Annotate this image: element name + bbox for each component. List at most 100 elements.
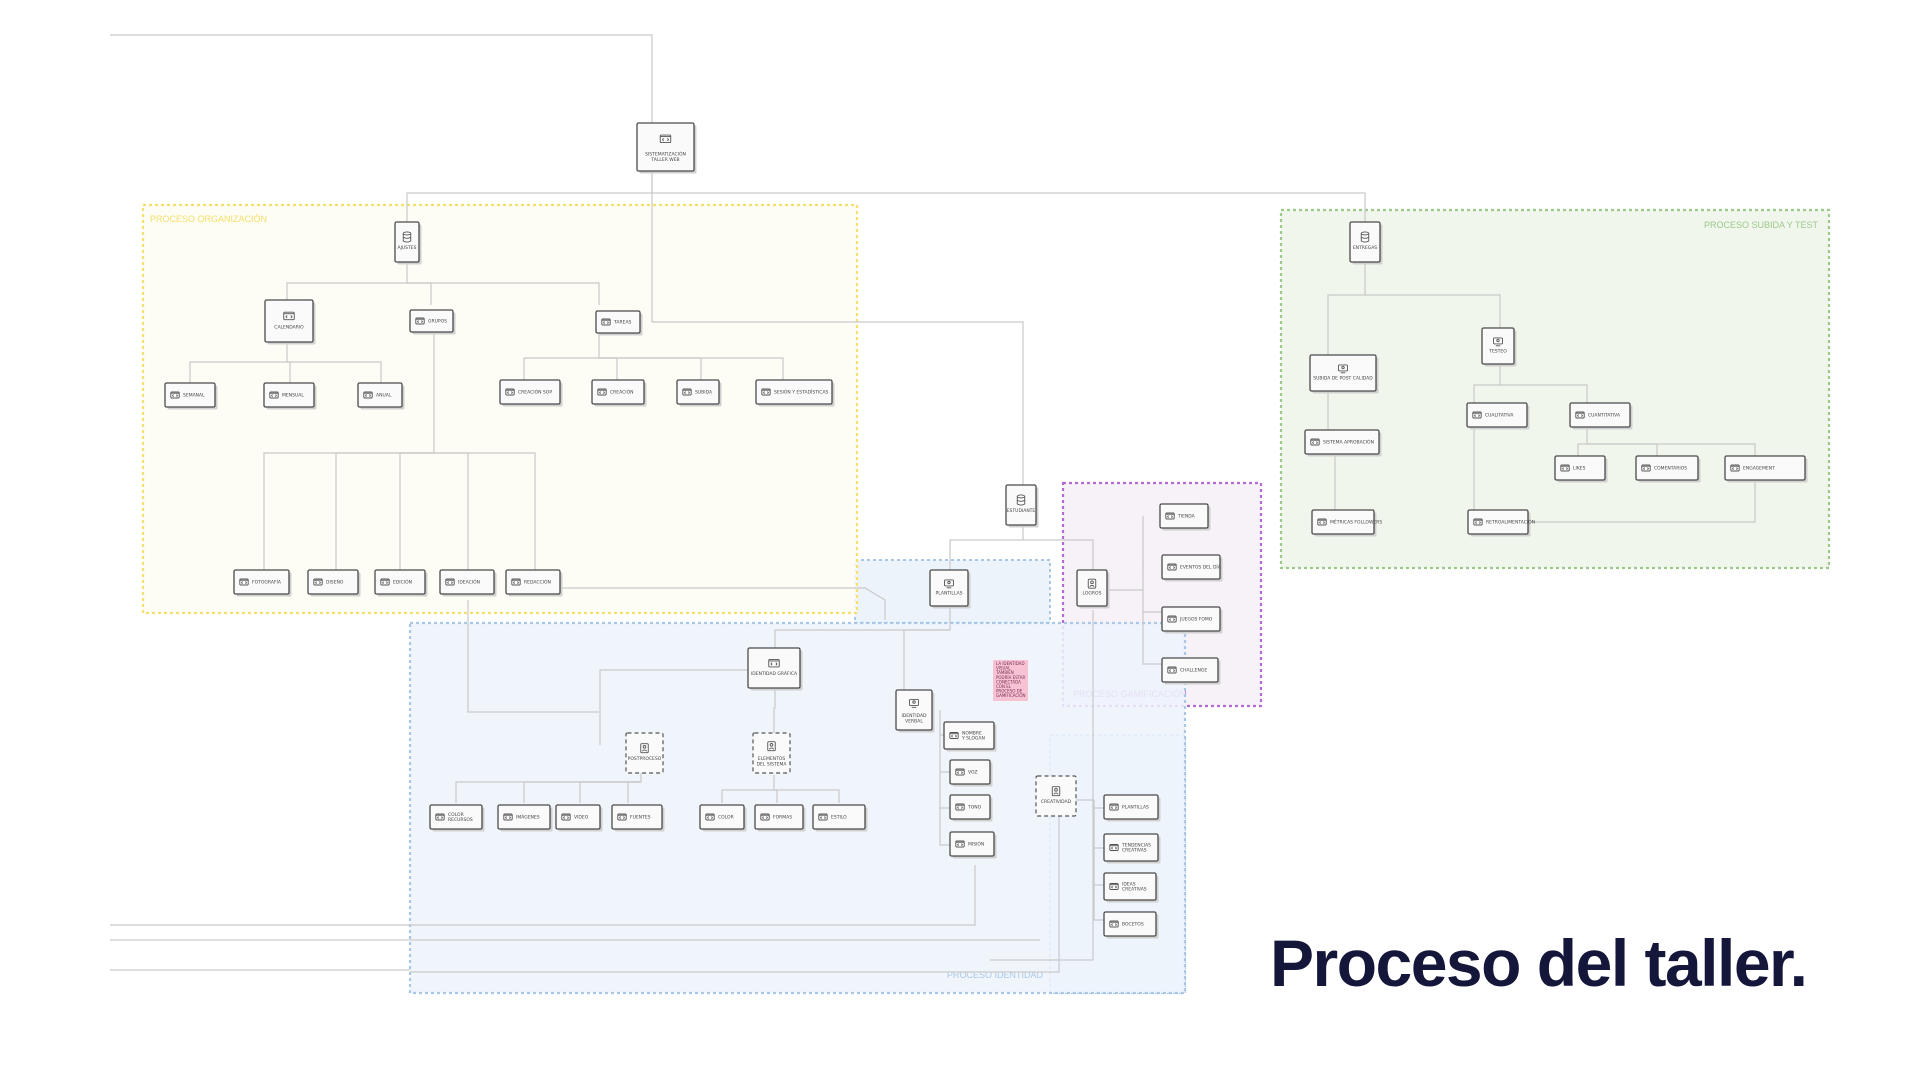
node-label: PLANTILLAS [1122, 805, 1149, 811]
node-label: IDEAS [1122, 882, 1136, 888]
person-icon [1051, 786, 1061, 797]
code-window-icon [435, 813, 445, 821]
node-grupos: GRUPOS [409, 309, 456, 335]
node-box [895, 689, 933, 731]
node-label: COLOR [448, 812, 464, 818]
node-box [429, 804, 483, 830]
node-entregas: ENTREGAS [1349, 221, 1383, 265]
node-eventos: EVENTOS DEL DÍA [1161, 554, 1223, 582]
node-label: ANUAL [376, 393, 392, 399]
node-postproceso: POSTPROCESO [625, 732, 664, 774]
node-formas: FORMAS [754, 804, 806, 832]
code-window-icon [1109, 883, 1119, 890]
connector [287, 361, 291, 383]
page-title: Proceso del taller. [1270, 926, 1808, 1000]
node-label: MISIÓN [968, 841, 984, 848]
monitor-icon [944, 579, 954, 589]
node-label: TENDENCIAS [1121, 843, 1151, 849]
database-icon [402, 231, 412, 243]
node-label: FOTOGRAFÍA [252, 579, 282, 586]
connector [110, 865, 976, 926]
code-window-icon [1575, 411, 1585, 419]
node-semanal: SEMANAL [164, 382, 218, 410]
person-icon [767, 741, 776, 752]
node-label: ENTREGAS [1353, 245, 1377, 251]
code-window-icon [380, 578, 390, 586]
node-box [755, 379, 833, 405]
node-label: TAREAS [613, 320, 632, 326]
connector [774, 789, 840, 803]
connector [721, 775, 775, 803]
connector [1142, 612, 1164, 665]
node-box [949, 759, 991, 785]
node-plantillas-top: PLANTILLAS [929, 569, 971, 609]
database-icon [1016, 494, 1026, 506]
node-box [595, 310, 641, 334]
node-label: RECURSOS [448, 817, 473, 823]
code-window-icon [503, 813, 513, 821]
code-window-icon [682, 388, 692, 396]
node-mision: MISIÓN [949, 831, 997, 859]
node-calendario: CALENDARIO [264, 299, 316, 345]
node-label: TONO [967, 805, 982, 811]
node-box [752, 732, 791, 774]
node-box [699, 804, 745, 830]
node-box [949, 831, 995, 857]
node-label: CUALITATIVA [1485, 413, 1514, 419]
node-box [611, 804, 663, 830]
node-label: CREATIVIDAD [1041, 799, 1072, 805]
connector [410, 780, 1060, 973]
node-comentarios: COMENTARIOS [1635, 455, 1701, 483]
connector [773, 690, 776, 737]
sticky-note-line: VISUAL [996, 666, 1011, 671]
node-estudiante: ESTUDIANTE [1005, 484, 1039, 528]
node-label: LIKES [1573, 466, 1586, 472]
node-voz: VOZ [949, 759, 993, 787]
node-identidad-grafica: IDENTIDAD GRÁFICA [747, 647, 803, 691]
node-testeo: TESTEO [1481, 327, 1517, 367]
node-label: JUEGOS FOMO [1179, 617, 1213, 623]
sticky-note [993, 660, 1028, 701]
code-window-icon [768, 659, 780, 668]
node-box [374, 569, 426, 595]
connector [110, 34, 653, 125]
node-challenge: CHALLENGE [1161, 657, 1221, 685]
node-label: EDICIÓN [393, 579, 412, 586]
node-label: IDEACIÓN [458, 579, 480, 586]
node-label: CALENDARIO [274, 325, 304, 331]
node-creacion: CREACIÓN [591, 379, 647, 407]
node-box [1103, 872, 1157, 901]
node-label: ENGAGEMENT [1743, 466, 1775, 472]
node-box [233, 569, 290, 595]
node-label: EVENTOS DEL DÍA [1180, 564, 1222, 571]
node-box [1161, 554, 1221, 580]
node-box [1635, 455, 1699, 481]
node-anual: ANUAL [357, 382, 405, 410]
code-window-icon [1310, 438, 1320, 446]
node-label: ELEMENTOS [758, 756, 786, 762]
code-window-icon [1109, 844, 1119, 851]
connector [523, 328, 600, 383]
connector [1500, 384, 1588, 403]
node-bocetos: BOCETOS [1103, 911, 1159, 939]
code-window-icon [1109, 920, 1119, 928]
node-likes: LIKES [1554, 455, 1608, 483]
node-box [555, 804, 601, 830]
connector [599, 357, 702, 383]
node-label: FORMAS [773, 815, 792, 821]
connector [286, 260, 408, 300]
node-box [754, 804, 804, 830]
node-box [949, 794, 991, 820]
monitor-icon [1493, 337, 1503, 347]
node-label: MÉTRICAS FOLLOWERS [1330, 518, 1382, 526]
person-icon [1087, 578, 1097, 589]
node-label: VERBAL [905, 719, 923, 725]
node-tienda: TIENDA [1159, 503, 1211, 531]
node-box [264, 299, 314, 343]
code-window-icon [505, 388, 515, 396]
code-window-icon [511, 578, 521, 586]
sticky-note-line: CON EL [996, 684, 1012, 689]
code-window-icon [597, 388, 607, 396]
